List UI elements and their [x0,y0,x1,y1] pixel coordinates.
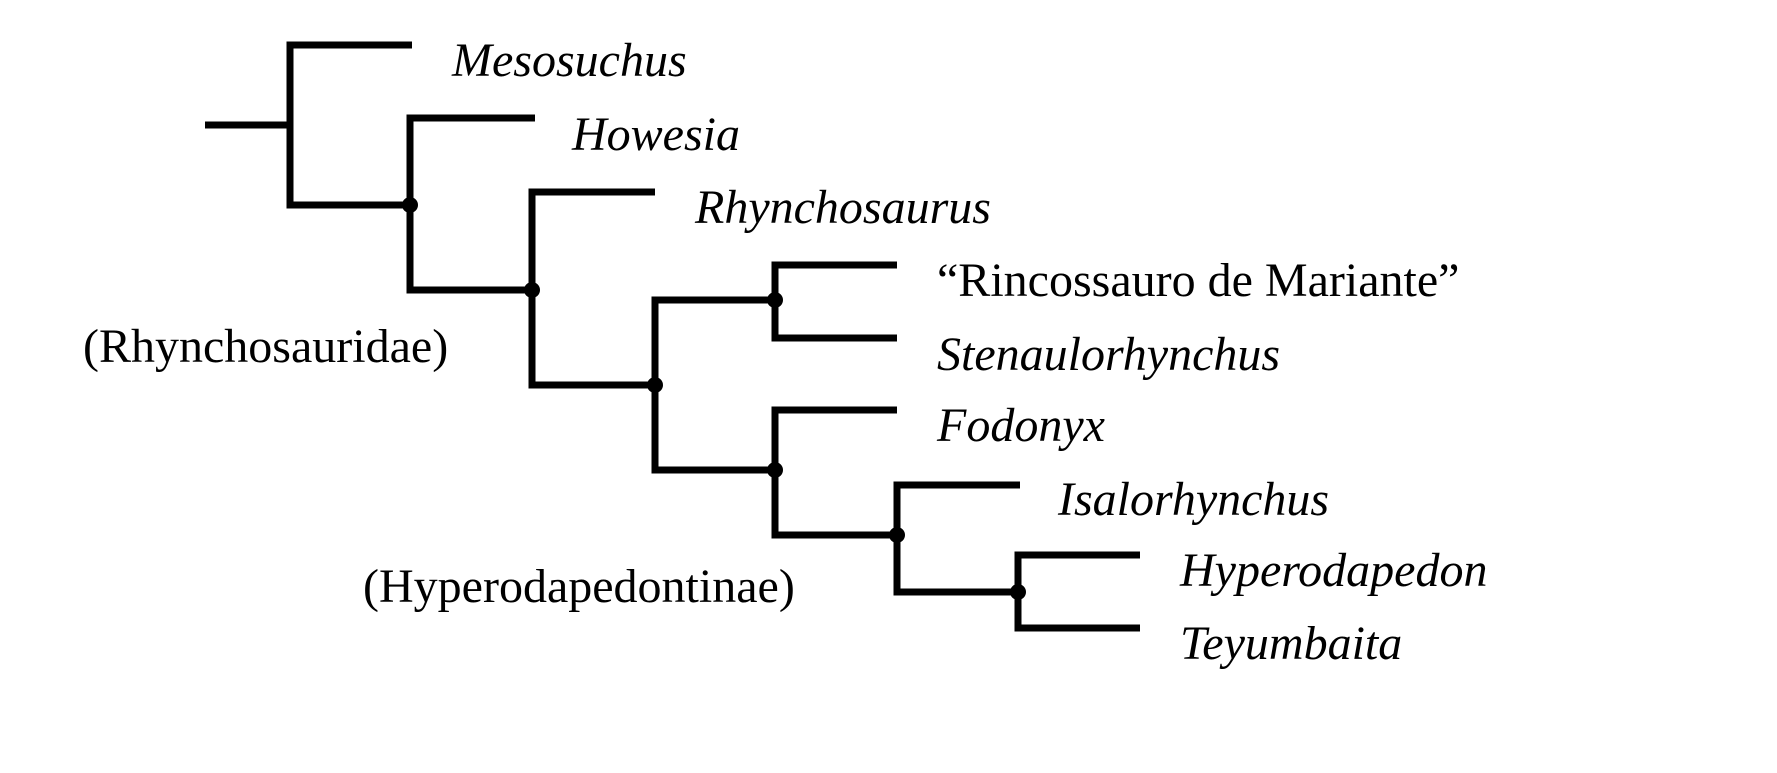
taxon-mesosuchus: Mesosuchus [451,34,687,87]
clade-rhynchosauridae: (Rhynchosauridae) [83,320,448,373]
node-2 [406,114,535,294]
node-dot [767,292,783,308]
taxon-rhynchosaurus: Rhynchosaurus [694,181,991,234]
node-8 [1014,551,1140,632]
node-dot [647,377,663,393]
node-dot [524,282,540,298]
node-5 [771,261,897,342]
taxon-rincossauro: “Rincossauro de Mariante” [937,254,1459,307]
node-1 [286,41,412,209]
taxon-isalorhynchus: Isalorhynchus [1057,473,1329,526]
taxon-teyumbaita: Teyumbaita [1180,617,1402,670]
taxon-hyperodapedon: Hyperodapedon [1179,544,1487,597]
node-dots [402,197,1026,600]
taxon-labels: Mesosuchus Howesia Rhynchosaurus “Rincos… [451,34,1487,670]
taxon-fodonyx: Fodonyx [936,399,1105,452]
node-dot [767,462,783,478]
node-dot [402,197,418,213]
node-6 [771,406,897,539]
clade-hyperodapedontinae: (Hyperodapedontinae) [363,560,795,613]
node-dot [1010,584,1026,600]
node-dot [889,527,905,543]
taxon-stenaulorhynchus: Stenaulorhynchus [937,328,1280,381]
node-7 [893,481,1020,596]
clade-labels: (Rhynchosauridae) (Hyperodapedontinae) [83,320,795,613]
taxon-howesia: Howesia [571,108,740,161]
node-3 [528,188,655,389]
node-4 [651,296,775,474]
